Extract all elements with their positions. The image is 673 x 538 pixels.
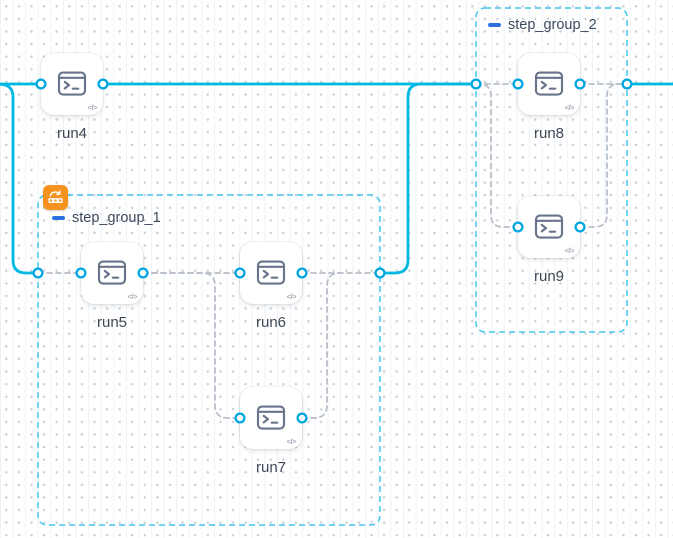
node-run5-label: run5 xyxy=(96,314,128,331)
node-run7-card[interactable]: </> xyxy=(240,387,302,449)
step-group-2-label: step_group_2 xyxy=(508,17,597,33)
edge-run5-to-run7[interactable] xyxy=(142,272,241,419)
edge-step-group-1-to-step-group-2[interactable] xyxy=(378,82,478,275)
node-run8-label: run8 xyxy=(533,125,565,142)
code-badge-icon: </> xyxy=(286,292,297,301)
edge-group2-in-to-run9[interactable] xyxy=(475,83,519,228)
node-run4[interactable]: </> run4 xyxy=(41,53,103,142)
port-group1-in[interactable] xyxy=(32,267,44,279)
step-group-1-boundary[interactable] xyxy=(37,194,381,526)
terminal-icon xyxy=(97,260,127,285)
step-group-2-header: step_group_2 xyxy=(488,17,597,33)
terminal-icon xyxy=(256,405,286,430)
port-run6-in[interactable] xyxy=(234,267,246,279)
node-run5[interactable]: </> run5 xyxy=(81,242,143,331)
port-group1-out[interactable] xyxy=(374,267,386,279)
port-run8-in[interactable] xyxy=(512,78,524,90)
port-run9-in[interactable] xyxy=(512,221,524,233)
edge-start-to-step-group-1[interactable] xyxy=(0,82,40,275)
port-group2-out[interactable] xyxy=(621,78,633,90)
edge-run9-to-group2-out[interactable] xyxy=(579,83,628,228)
terminal-icon xyxy=(534,71,564,96)
step-group-1-header: step_group_1 xyxy=(52,210,161,226)
terminal-icon xyxy=(256,260,286,285)
port-run4-out[interactable] xyxy=(97,78,109,90)
node-run6-label: run6 xyxy=(255,314,287,331)
port-run5-in[interactable] xyxy=(75,267,87,279)
port-run7-in[interactable] xyxy=(234,412,246,424)
port-run9-out[interactable] xyxy=(574,221,586,233)
code-badge-icon: </> xyxy=(87,103,98,112)
node-run6[interactable]: </> run6 xyxy=(240,242,302,331)
node-run8-card[interactable]: </> xyxy=(518,53,580,115)
port-run8-out[interactable] xyxy=(574,78,586,90)
terminal-icon xyxy=(57,71,87,96)
code-badge-icon: </> xyxy=(564,103,575,112)
collapse-minus-icon[interactable] xyxy=(488,23,501,27)
edge-run7-to-group1-out[interactable] xyxy=(301,272,341,419)
node-run9-label: run9 xyxy=(533,268,565,285)
step-group-1-label: step_group_1 xyxy=(72,210,161,226)
node-run6-card[interactable]: </> xyxy=(240,242,302,304)
port-group2-in[interactable] xyxy=(470,78,482,90)
node-run8[interactable]: </> run8 xyxy=(518,53,580,142)
port-run4-in[interactable] xyxy=(35,78,47,90)
loop-badge-icon xyxy=(43,185,68,210)
terminal-icon xyxy=(534,214,564,239)
port-run7-out[interactable] xyxy=(296,412,308,424)
collapse-minus-icon[interactable] xyxy=(52,216,65,220)
port-run5-out[interactable] xyxy=(137,267,149,279)
code-badge-icon: </> xyxy=(564,246,575,255)
node-run9[interactable]: </> run9 xyxy=(518,196,580,285)
node-run7-label: run7 xyxy=(255,459,287,476)
node-run4-card[interactable]: </> xyxy=(41,53,103,115)
code-badge-icon: </> xyxy=(127,292,138,301)
port-run6-out[interactable] xyxy=(296,267,308,279)
step-group-2-boundary[interactable] xyxy=(475,7,628,333)
node-run9-card[interactable]: </> xyxy=(518,196,580,258)
node-run4-label: run4 xyxy=(56,125,88,142)
node-run7[interactable]: </> run7 xyxy=(240,387,302,476)
node-run5-card[interactable]: </> xyxy=(81,242,143,304)
code-badge-icon: </> xyxy=(286,437,297,446)
